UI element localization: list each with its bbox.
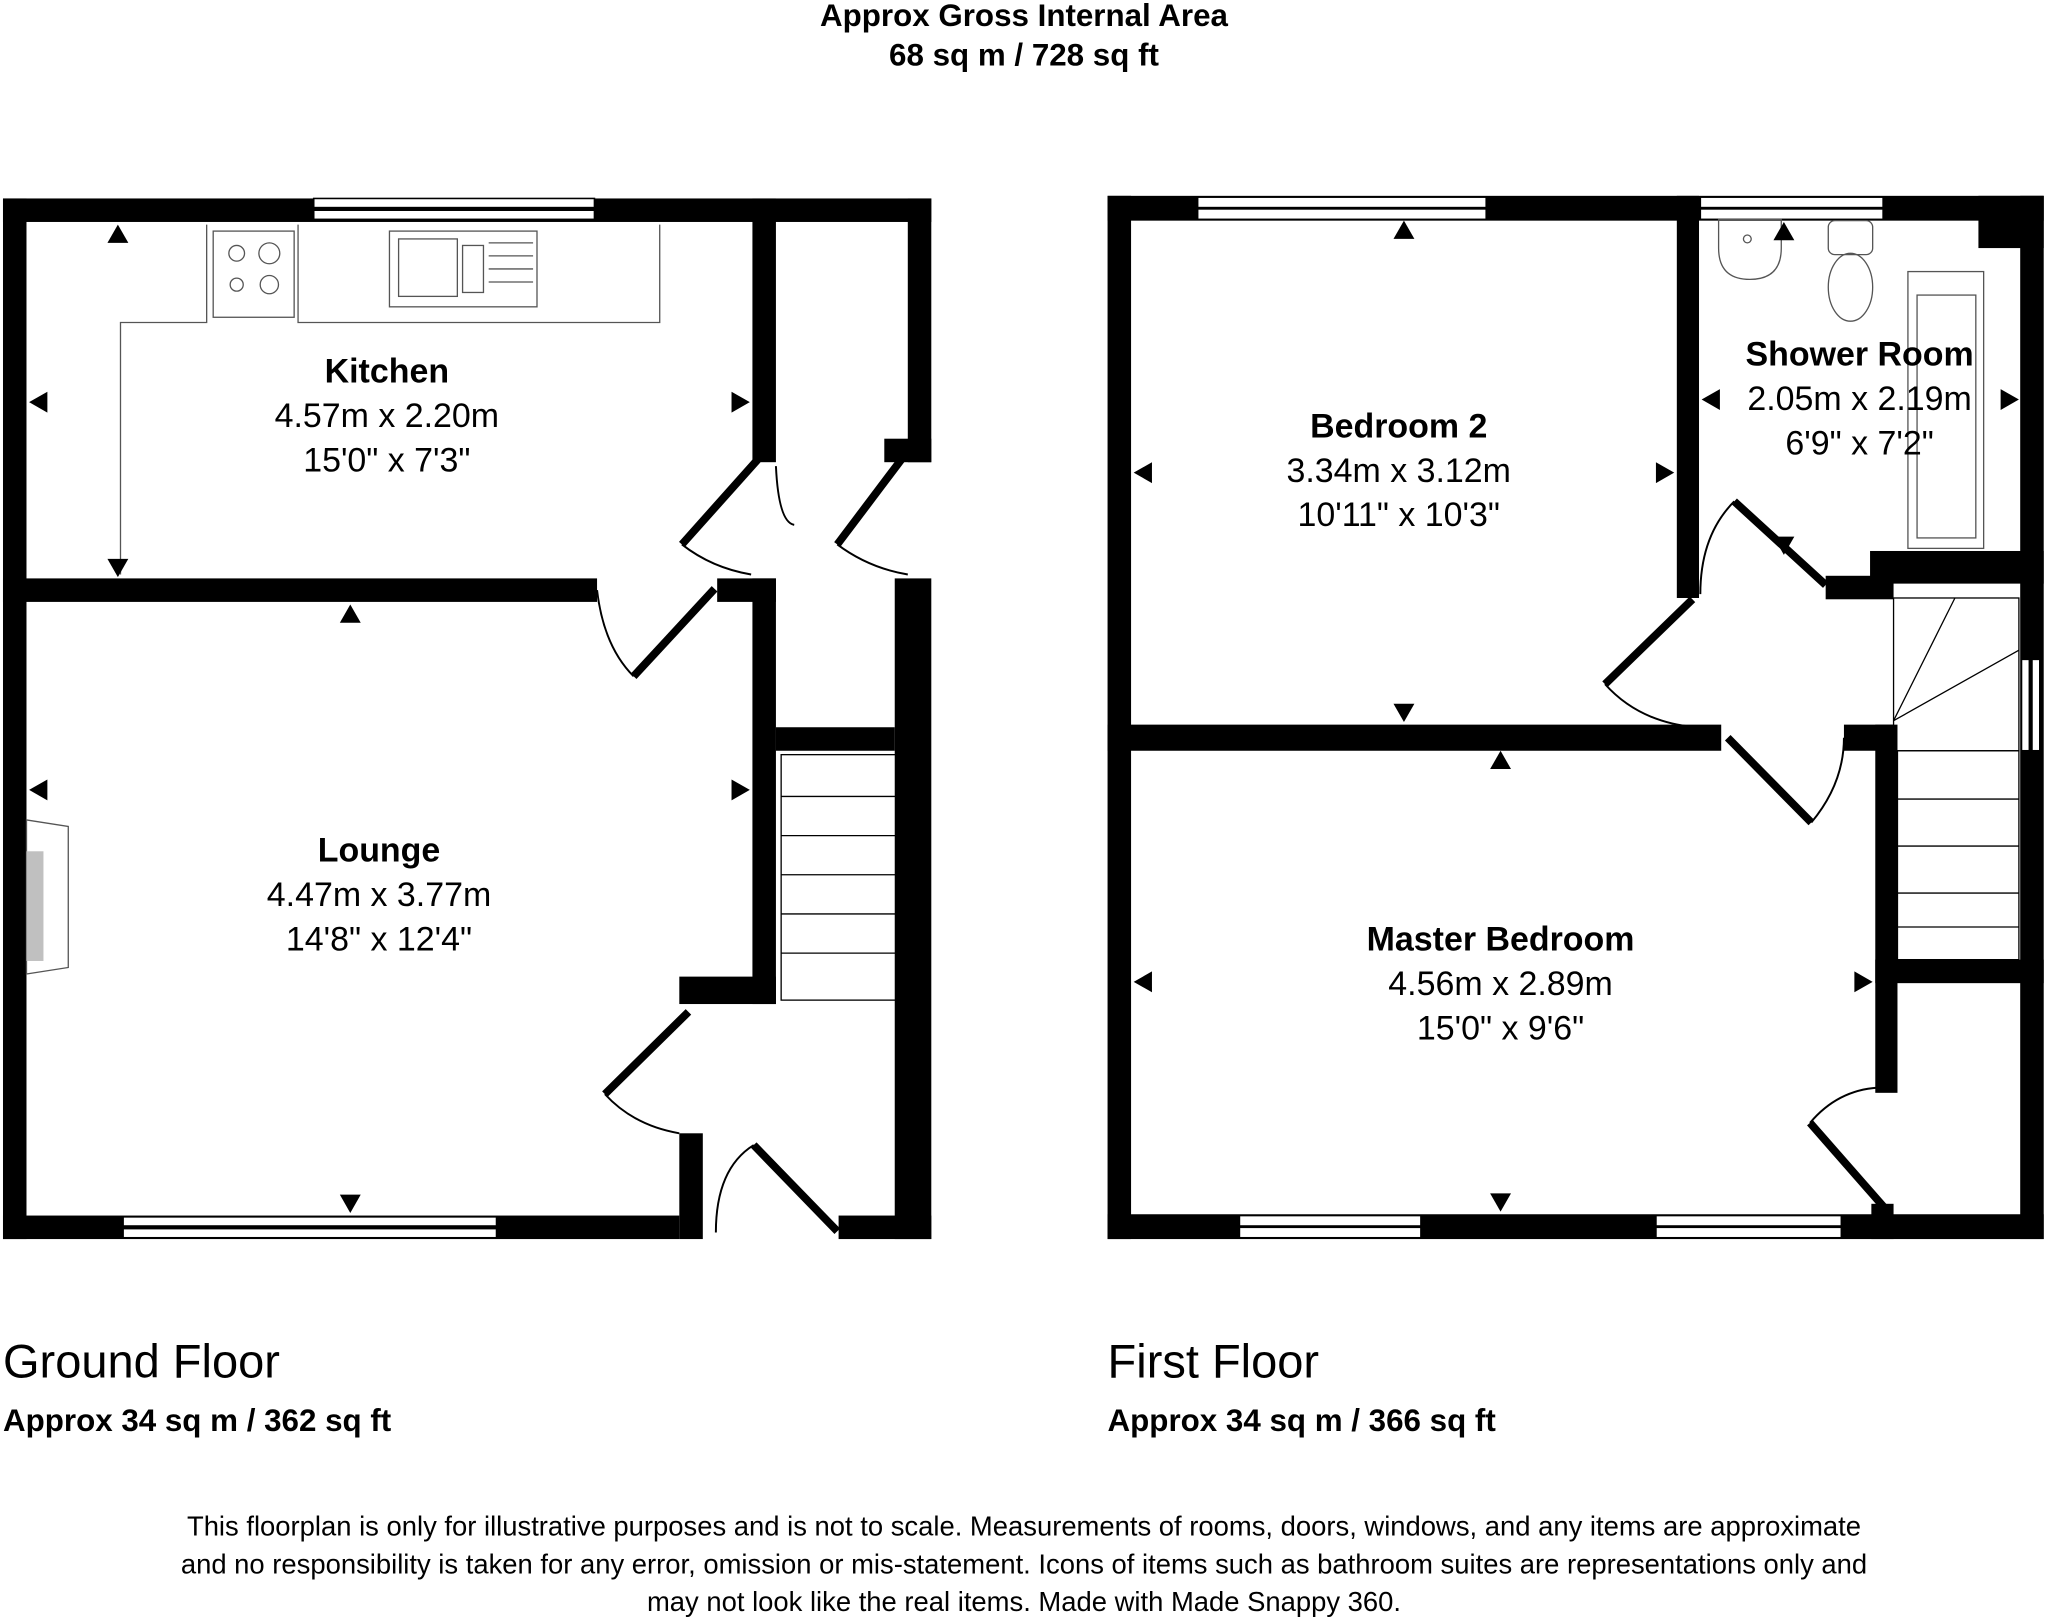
room-name-kitchen: Kitchen [325, 353, 449, 391]
disclaimer-line-2: and no responsibility is taken for any e… [181, 1548, 1867, 1579]
disclaimer-line-3: may not look like the real items. Made w… [647, 1586, 1401, 1617]
first-floor-area: Approx 34 sq m / 366 sq ft [1108, 1403, 1497, 1438]
room-metric-kitchen: 4.57m x 2.20m [275, 397, 499, 435]
first-floor-plan: Bedroom 2 3.34m x 3.12m 10'11" x 10'3" S… [1107, 195, 2044, 1240]
disclaimer-line-1: This floorplan is only for illustrative … [187, 1510, 1861, 1541]
ground-floor-plan: Kitchen 4.57m x 2.20m 15'0" x 7'3" Loung… [2, 197, 932, 1240]
ground-floor-label: Ground Floor [3, 1334, 280, 1387]
room-metric-lounge: 4.47m x 3.77m [267, 876, 491, 914]
room-imperial-kitchen: 15'0" x 7'3" [303, 441, 470, 479]
gross-area-total: 68 sq m / 728 sq ft [889, 37, 1159, 72]
room-name-master-bedroom: Master Bedroom [1367, 921, 1635, 959]
room-metric-shower-room: 2.05m x 2.19m [1747, 380, 1971, 418]
room-imperial-shower-room: 6'9" x 7'2" [1785, 424, 1933, 462]
room-name-lounge: Lounge [318, 832, 441, 870]
ground-floor-area: Approx 34 sq m / 362 sq ft [3, 1403, 392, 1438]
room-name-bedroom-2: Bedroom 2 [1310, 407, 1487, 445]
gross-area-title: Approx Gross Internal Area [820, 0, 1229, 33]
room-imperial-bedroom-2: 10'11" x 10'3" [1297, 496, 1499, 534]
room-imperial-lounge: 14'8" x 12'4" [286, 921, 472, 959]
room-metric-master-bedroom: 4.56m x 2.89m [1388, 965, 1612, 1003]
room-imperial-master-bedroom: 15'0" x 9'6" [1417, 1009, 1584, 1047]
room-name-shower-room: Shower Room [1746, 336, 1974, 374]
room-metric-bedroom-2: 3.34m x 3.12m [1286, 452, 1510, 490]
first-floor-label: First Floor [1108, 1334, 1320, 1387]
